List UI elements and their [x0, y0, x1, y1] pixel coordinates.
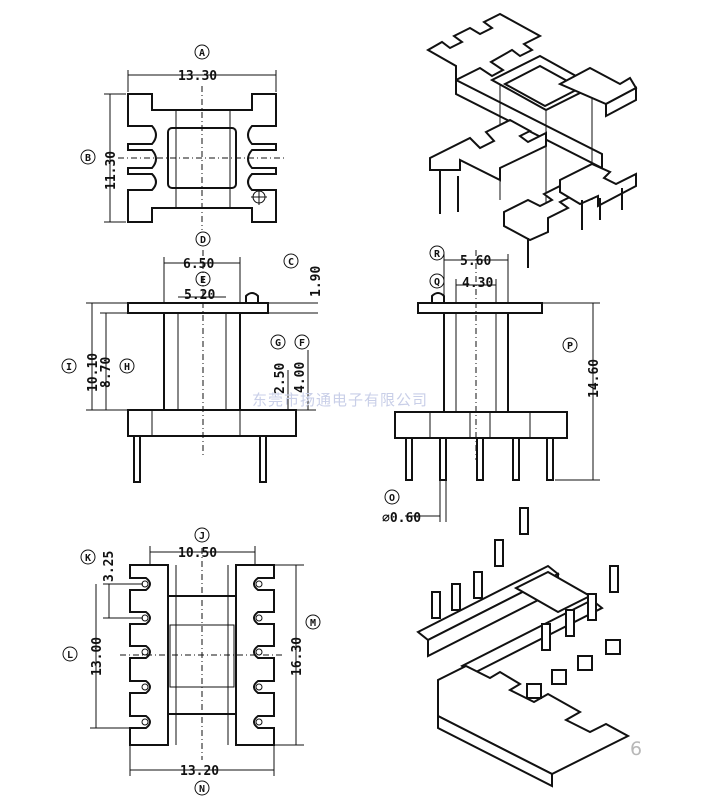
dim-value-o: ⌀0.60 [382, 511, 421, 526]
dim-label-i: I [66, 362, 72, 373]
dim-value-q: 4.30 [462, 276, 493, 291]
dim-label-m: M [310, 618, 316, 629]
top-view: 13.30 A 11.30 B [80, 44, 286, 230]
page-number: 6 [630, 738, 643, 760]
dim-label-n: N [199, 784, 205, 795]
dim-label-k: K [85, 553, 91, 564]
dim-label-j: J [199, 531, 205, 542]
dim-value-h: 8.70 [99, 357, 114, 388]
dim-label-c: C [288, 257, 294, 268]
dim-value-g: 2.50 [273, 363, 288, 394]
isometric-view-bottom [416, 507, 631, 788]
dim-label-h: H [124, 362, 130, 373]
dim-label-a: A [199, 48, 205, 59]
dim-label-d: D [200, 235, 206, 246]
dim-label-e: E [200, 275, 206, 286]
dim-label-f: F [299, 338, 305, 349]
dim-value-d: 6.50 [183, 257, 214, 272]
isometric-view-top [425, 12, 638, 268]
dim-value-k: 3.25 [102, 551, 117, 582]
dim-value-b: 11.30 [104, 151, 119, 190]
dim-value-l: 13.00 [90, 637, 105, 676]
dim-label-l: L [67, 650, 73, 661]
side-view: 5.60 R 4.30 Q 14.60 P ⌀0.60 O [382, 245, 602, 526]
dim-value-i: 10.10 [86, 353, 101, 392]
dim-value-e: 5.20 [184, 288, 215, 303]
dim-value-c: 1.90 [309, 266, 324, 297]
dim-label-o: O [389, 493, 395, 504]
dim-value-r: 5.60 [460, 254, 491, 269]
dim-label-g: G [275, 338, 281, 349]
bottom-view: 10.50 J 3.25 K 13.00 L 16.30 M 13.20 N [62, 527, 321, 796]
company-watermark: 东莞市扬通电子有限公司 [252, 391, 429, 409]
dim-value-f: 4.00 [293, 362, 308, 393]
dim-label-q: Q [434, 277, 440, 288]
dim-value-m: 16.30 [290, 637, 305, 676]
pin-holes-left [141, 580, 149, 726]
dim-value-a: 13.30 [178, 69, 217, 84]
dim-label-p: P [567, 341, 573, 352]
dim-value-p: 14.60 [587, 359, 602, 398]
dim-value-n: 13.20 [180, 764, 219, 779]
dim-label-r: R [434, 249, 441, 260]
dim-label-b: B [85, 153, 91, 164]
pin-holes-right [255, 580, 263, 726]
front-view: 6.50 D 5.20 E 1.90 C 8.70 H 10.10 I 2.50… [61, 231, 324, 483]
dim-value-j: 10.50 [178, 546, 217, 561]
